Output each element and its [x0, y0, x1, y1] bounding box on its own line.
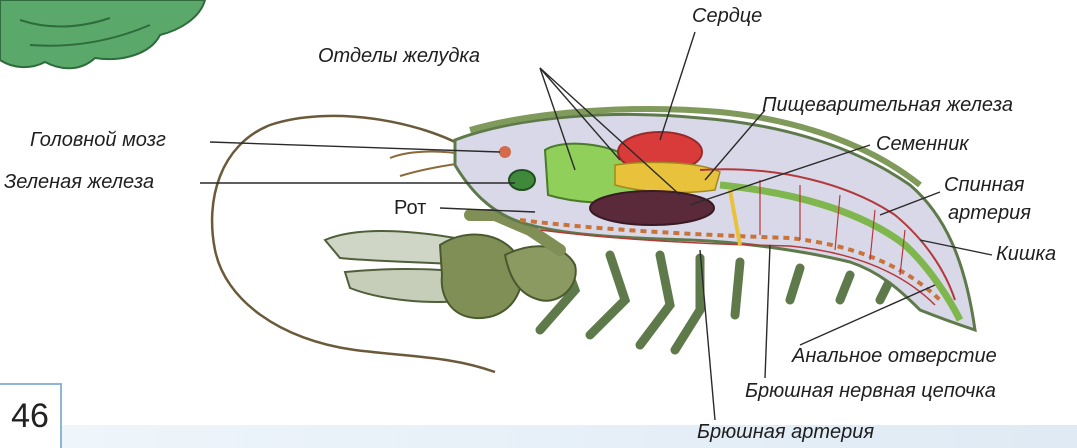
- green-specimen-fragment: [0, 0, 205, 68]
- label-testis: Семенник: [876, 132, 969, 156]
- label-digestive-gland: Пищеварительная железа: [762, 93, 1013, 117]
- label-brain: Головной мозг: [30, 128, 166, 152]
- green-gland-shape: [509, 170, 535, 190]
- label-dorsal-artery-line2: артерия: [948, 201, 1031, 225]
- testis-shape: [590, 191, 714, 225]
- label-stomach: Отделы желудка: [318, 44, 480, 68]
- label-anus: Анальное отверстие: [792, 344, 997, 368]
- page-footer-band: [62, 425, 1077, 448]
- page-number: 46: [0, 383, 62, 448]
- label-intestine: Кишка: [996, 242, 1056, 266]
- label-ventral-artery: Брюшная артерия: [697, 420, 874, 444]
- label-heart: Сердце: [692, 4, 762, 28]
- label-dorsal-artery-line1: Спинная: [944, 173, 1024, 197]
- claw: [325, 215, 576, 318]
- digestive-gland-shape: [615, 162, 720, 192]
- label-mouth: Рот: [394, 196, 426, 220]
- walking-legs: [540, 250, 890, 350]
- brain-shape: [499, 146, 511, 158]
- label-green-gland: Зеленая железа: [4, 170, 154, 194]
- label-nerve-cord: Брюшная нервная цепочка: [745, 379, 996, 403]
